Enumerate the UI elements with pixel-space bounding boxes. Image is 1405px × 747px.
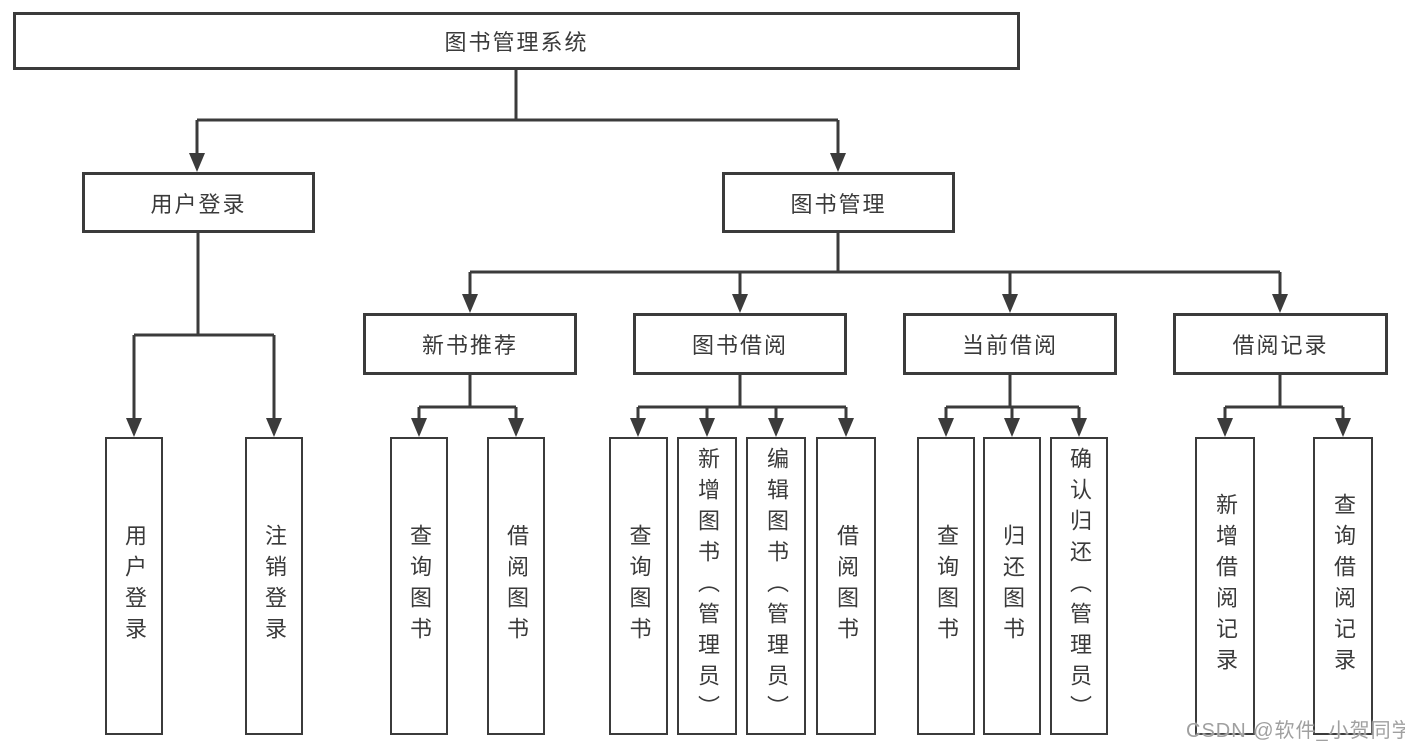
leaf-label: 查询借阅记录: [1331, 493, 1356, 679]
leaf-query-books-borrow: 查询图书: [609, 437, 668, 735]
leaf-add-borrow-record: 新增借阅记录: [1195, 437, 1255, 735]
leaf-label: 归还图书: [1000, 524, 1025, 648]
leaf-query-borrow-record: 查询借阅记录: [1313, 437, 1373, 735]
leaf-confirm-return-admin: 确认归还（管理员）: [1050, 437, 1108, 735]
leaf-query-books-recommend: 查询图书: [390, 437, 448, 735]
leaf-user-login: 用户登录: [105, 437, 163, 735]
leaf-label: 新增图书（管理员）: [695, 446, 720, 726]
arrowheads: [126, 153, 1351, 437]
node-label: 当前借阅: [961, 333, 1058, 358]
node-current-borrowing: 当前借阅: [903, 313, 1117, 375]
leaf-borrow-books-recommend: 借阅图书: [487, 437, 545, 735]
node-label: 图书管理系统: [444, 30, 589, 55]
leaf-label: 查询图书: [934, 524, 959, 648]
node-book-borrowing: 图书借阅: [633, 313, 847, 375]
leaf-borrow-books: 借阅图书: [816, 437, 876, 735]
leaf-label: 确认归还（管理员）: [1067, 446, 1092, 726]
leaf-return-books: 归还图书: [983, 437, 1041, 735]
node-new-book-recommendation: 新书推荐: [363, 313, 577, 375]
leaf-label: 用户登录: [122, 524, 147, 648]
leaf-label: 查询图书: [626, 524, 652, 648]
leaf-label: 查询图书: [407, 524, 432, 648]
leaf-edit-books-admin: 编辑图书（管理员）: [746, 437, 806, 735]
node-user-login: 用户登录: [82, 172, 315, 233]
leaf-label: 借阅图书: [834, 524, 859, 648]
node-book-management: 图书管理: [722, 172, 955, 233]
node-label: 新书推荐: [421, 333, 518, 358]
leaf-label: 编辑图书（管理员）: [764, 446, 789, 726]
node-label: 图书管理: [790, 191, 887, 217]
leaf-label: 借阅图书: [504, 524, 529, 648]
node-label: 借阅记录: [1232, 333, 1329, 358]
node-label: 图书借阅: [691, 333, 788, 358]
node-library-management-system: 图书管理系统: [13, 12, 1020, 70]
node-label: 用户登录: [150, 191, 247, 217]
leaf-add-books-admin: 新增图书（管理员）: [677, 437, 737, 735]
leaf-query-books-current: 查询图书: [917, 437, 975, 735]
leaf-logout: 注销登录: [245, 437, 303, 735]
leaf-label: 注销登录: [262, 524, 287, 648]
leaf-label: 新增借阅记录: [1213, 493, 1238, 679]
node-borrowing-records: 借阅记录: [1173, 313, 1388, 375]
csdn-watermark: CSDN @软件_小贺同学: [1186, 720, 1405, 742]
